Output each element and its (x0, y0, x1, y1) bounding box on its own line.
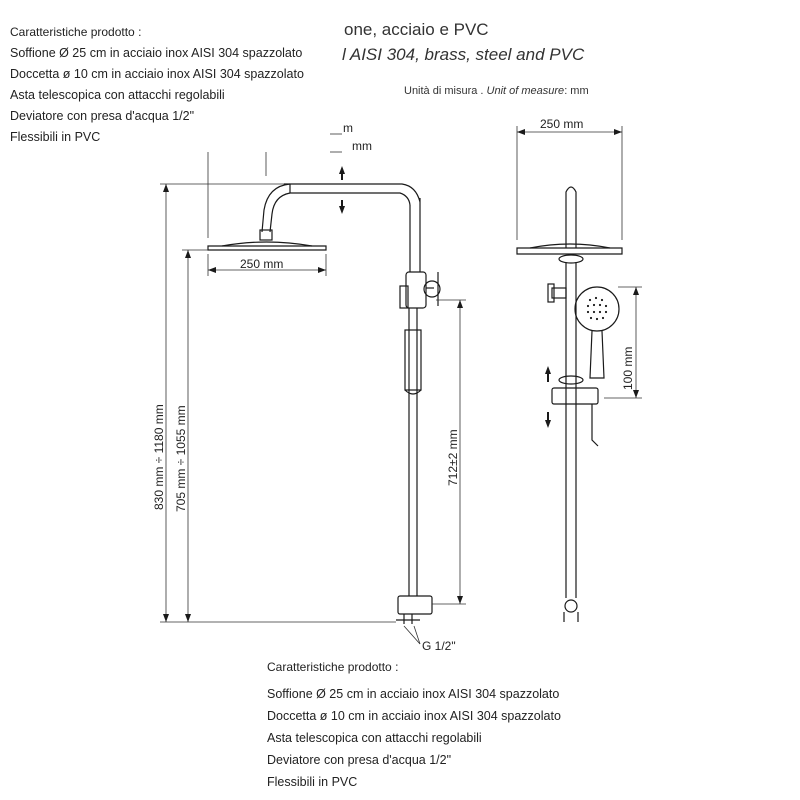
rain-head-front (516, 247, 623, 255)
features-top-title: Caratteristiche prodotto : (10, 25, 142, 39)
features-bottom-title: Caratteristiche prodotto : (267, 660, 399, 674)
dim-arm-partial-2: mm (352, 139, 372, 153)
gooseneck-front (565, 186, 577, 248)
dimension-arrows (163, 129, 639, 622)
features-bottom-item: Deviatore con presa d'acqua 1/2" (267, 753, 452, 767)
dim-rail-height: 712±2 mm (446, 429, 460, 486)
dim-arm-partial: m (343, 121, 353, 135)
features-top-item: Soffione Ø 25 cm in acciaio inox AISI 30… (10, 46, 303, 60)
features-top-item: Asta telescopica con attacchi regolabili (10, 88, 225, 102)
features-bottom-item: Flessibili in PVC (267, 775, 358, 789)
hand-shower-nozzles (586, 296, 608, 321)
features-bottom-item: Doccetta ø 10 cm in acciaio inox AISI 30… (267, 709, 561, 723)
features-top: Caratteristiche prodotto : Soffione Ø 25… (10, 22, 304, 148)
dim-bar-height: 705 mm ÷ 1055 mm (174, 405, 188, 512)
shower-arm (284, 183, 421, 203)
dim-head-width-side: 250 mm (240, 257, 283, 271)
gooseneck (261, 183, 291, 233)
units-note: Unità di misura . Unit of measure: mm (404, 85, 589, 97)
features-bottom-item: Asta telescopica con attacchi regolabili (267, 731, 482, 745)
slider-holder (551, 387, 599, 405)
dim-head-width-front: 250 mm (540, 117, 583, 131)
heading-italian: one, acciaio e PVC (344, 20, 489, 39)
diverter-side (405, 271, 427, 309)
units-english: Unit of measure (486, 85, 565, 97)
features-top-item: Deviatore con presa d'acqua 1/2" (10, 109, 195, 123)
bottom-connector-side (397, 595, 433, 615)
units-suffix: : mm (564, 85, 589, 97)
heading-english: l AISI 304, brass, steel and PVC (342, 45, 585, 64)
features-top-item: Flessibili in PVC (10, 130, 101, 144)
dim-hand-shower: 100 mm (621, 347, 635, 390)
features-bottom: Caratteristiche prodotto : Soffione Ø 25… (267, 656, 561, 793)
hand-shower-disc (574, 286, 620, 332)
features-bottom-item: Soffione Ø 25 cm in acciaio inox AISI 30… (267, 687, 560, 701)
units-italian: Unità di misura . (404, 85, 487, 97)
dim-total-height: 830 mm ÷ 1180 mm (152, 404, 166, 510)
dim-connection: G 1/2" (422, 639, 456, 653)
features-top-item: Doccetta ø 10 cm in acciaio inox AISI 30… (10, 67, 304, 81)
rain-head-side (207, 245, 327, 251)
